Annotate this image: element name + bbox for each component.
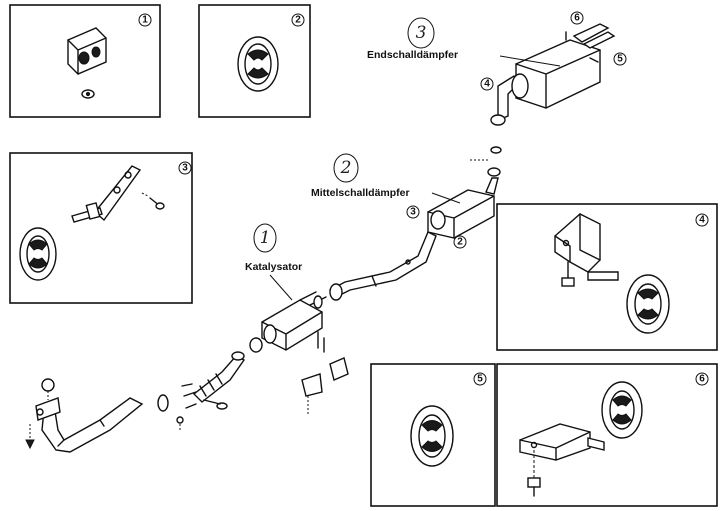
- callout-4-top: 4: [480, 77, 494, 91]
- detail-box-3-number: 3: [182, 163, 188, 174]
- detail-box-4: 4: [496, 203, 718, 351]
- detail-box-1-number-circle: [138, 13, 152, 27]
- bracket-screw: [141, 192, 165, 210]
- detail-box-4-number: 4: [699, 215, 705, 226]
- detail-box-2-number: 2: [295, 15, 301, 26]
- rubber-hanger-ring: [237, 36, 279, 92]
- detail-box-3-number-circle: [178, 161, 192, 175]
- rubber-mount-block: [67, 27, 107, 75]
- katalysator-label: Katalysator: [245, 261, 302, 273]
- callout-6-top: 6: [570, 11, 584, 25]
- svg-text:6: 6: [574, 13, 580, 24]
- callout-5-top: 5: [613, 52, 627, 66]
- mount-nut: [81, 89, 95, 99]
- label-mittelschalldaempfer: Mittelschalldämpfer: [311, 187, 461, 204]
- handwritten-annotation-end: 3: [407, 17, 435, 49]
- intermediate-pipe: [192, 337, 263, 403]
- label-endschalldaempfer: Endschalldämpfer: [367, 49, 561, 67]
- detail-box-6-number-circle: [695, 372, 709, 386]
- mittelschalldaempfer-label: Mittelschalldämpfer: [311, 187, 410, 199]
- hanger-bracket: [519, 423, 605, 461]
- handwritten-number-middle: 2: [340, 158, 352, 178]
- detail-box-4-number-circle: [695, 213, 709, 227]
- detail-box-2: 2: [198, 4, 311, 118]
- bracket-bolt: [71, 202, 103, 223]
- joint-bolts-springs: [176, 383, 228, 432]
- handwritten-number-catalyst: 1: [260, 228, 271, 248]
- svg-text:3: 3: [410, 207, 416, 218]
- detail-box-5: 5: [370, 363, 496, 507]
- endschalldaempfer-label: Endschalldämpfer: [367, 49, 458, 61]
- bracket-bolt: [527, 450, 541, 497]
- detail-box-1: 1: [9, 4, 161, 118]
- end-silencer: [511, 23, 616, 109]
- detail-box-5-number: 5: [477, 374, 483, 385]
- hanger-bracket-strap: [94, 165, 142, 222]
- detail-box-2-number-circle: [291, 13, 305, 27]
- svg-text:2: 2: [457, 237, 463, 248]
- rubber-hanger-ring: [626, 274, 670, 334]
- front-exhaust-pipe: [25, 378, 144, 453]
- catalytic-converter: [261, 291, 327, 351]
- catalyst-heat-shield: [301, 331, 349, 416]
- hanger-bracket: [554, 213, 619, 281]
- svg-text:4: 4: [484, 79, 490, 90]
- svg-text:5: 5: [617, 54, 623, 65]
- detail-box-3: 3: [9, 152, 193, 304]
- callout-3-middle: 3: [406, 205, 420, 219]
- handwritten-annotation-catalyst: 1: [253, 223, 277, 253]
- handwritten-annotation-middle: 2: [333, 153, 359, 183]
- bracket-bolt: [561, 261, 575, 287]
- detail-box-6: 6: [496, 363, 718, 507]
- callout-2-middle: 2: [453, 235, 467, 249]
- detail-box-1-number: 1: [142, 15, 148, 26]
- middle-silencer: [427, 146, 502, 239]
- handwritten-number-end: 3: [416, 23, 427, 43]
- gasket-ring: [157, 394, 169, 412]
- rubber-hanger-ring: [19, 227, 57, 281]
- detail-box-6-number: 6: [699, 374, 705, 385]
- center-pipe: [329, 231, 437, 301]
- rubber-hanger-ring: [601, 381, 643, 439]
- gasket-ring: [313, 295, 323, 309]
- detail-box-5-number-circle: [473, 372, 487, 386]
- label-katalysator: Katalysator: [245, 261, 302, 301]
- rubber-hanger-ring: [410, 405, 454, 467]
